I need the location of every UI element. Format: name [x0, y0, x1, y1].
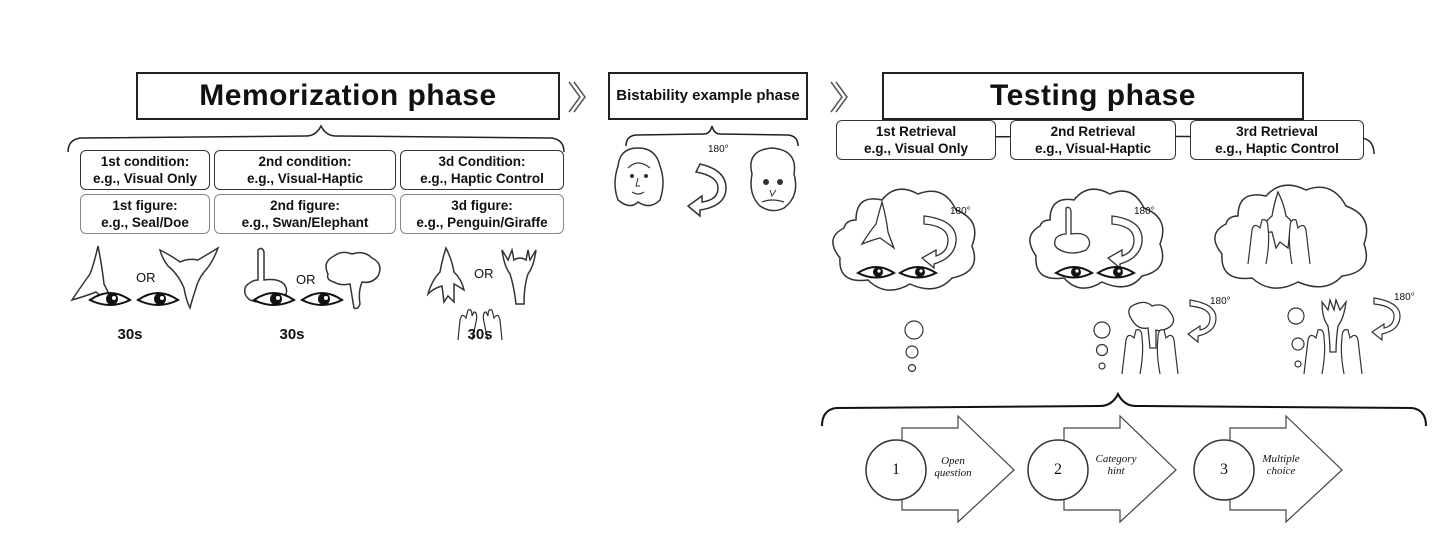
- rotation-label: 180°: [708, 144, 729, 155]
- giraffe-figure-icon: [501, 247, 537, 305]
- seal-figure-icon: [70, 245, 116, 306]
- testing-bottom-brace: [821, 391, 1427, 427]
- or-label-3: OR: [474, 266, 494, 281]
- step-3-arrow-icon: [1193, 414, 1343, 524]
- step-1-label: Open question: [934, 455, 972, 479]
- thought-cloud-1: [832, 188, 976, 373]
- rotation-arrow-icon: [686, 163, 727, 218]
- step-3-number: 3: [1220, 461, 1228, 478]
- bistability-phase-title: Bistability example phase: [608, 72, 808, 120]
- step-1-number: 1: [892, 461, 900, 478]
- step-3-label: Multiple choice: [1262, 453, 1300, 477]
- figure-3-box: 3d figure: e.g., Penguin/Giraffe: [400, 194, 564, 234]
- woman-face-icon: [614, 147, 664, 207]
- seal-figure-icon: [860, 199, 896, 250]
- phase-chevron-2: [830, 81, 848, 113]
- condition-2-box: 2nd condition: e.g., Visual-Haptic: [214, 150, 396, 190]
- elephant-figure-icon: [325, 251, 381, 310]
- thought-cloud-2: [1029, 188, 1164, 370]
- figure-2-box: 2nd figure: e.g., Swan/Elephant: [214, 194, 396, 234]
- step-1-arrow-icon: [865, 414, 1015, 524]
- old-man-face-icon: [750, 147, 797, 212]
- rotation-label: 180°: [1134, 206, 1155, 217]
- eye-icon: [1096, 266, 1136, 279]
- duration-2: 30s: [279, 326, 305, 343]
- rotation-arrow-icon: [1186, 299, 1217, 344]
- testing-phase-title: Testing phase: [882, 72, 1304, 120]
- bistability-brace: [625, 125, 799, 147]
- rotation-arrow-icon: [920, 215, 957, 270]
- swan-figure-icon: [1054, 206, 1091, 254]
- memorization-phase-title: Memorization phase: [136, 72, 560, 120]
- step-2-number: 2: [1054, 461, 1062, 478]
- hands-holding-figure-icon: [1121, 301, 1179, 375]
- or-label-1: OR: [136, 270, 156, 285]
- penguin-figure-icon: [426, 246, 466, 305]
- eye-icon: [136, 292, 180, 306]
- rotation-label: 180°: [950, 206, 971, 217]
- condition-1-box: 1st condition: e.g., Visual Only: [80, 150, 210, 190]
- hands-holding-figure-icon: [1247, 190, 1311, 265]
- phase-chevron-1: [568, 81, 586, 113]
- retrieval-2-box: 2nd Retrieval e.g., Visual-Haptic: [1010, 120, 1176, 160]
- rotation-label: 180°: [1210, 296, 1231, 307]
- rotation-arrow-icon: [1106, 215, 1143, 270]
- rotation-arrow-icon: [1370, 297, 1401, 342]
- eye-icon: [88, 292, 132, 306]
- duration-3: 30s: [467, 326, 493, 343]
- retrieval-1-box: 1st Retrieval e.g., Visual Only: [836, 120, 996, 160]
- eye-icon: [252, 292, 296, 306]
- hands-holding-figure-icon: [1303, 297, 1363, 375]
- step-2-arrow-icon: [1027, 414, 1177, 524]
- step-2-label: Category hint: [1095, 453, 1137, 477]
- rotation-label: 180°: [1394, 292, 1415, 303]
- figure-1-box: 1st figure: e.g., Seal/Doe: [80, 194, 210, 234]
- duration-1: 30s: [117, 326, 143, 343]
- or-label-2: OR: [296, 272, 316, 287]
- doe-figure-icon: [158, 246, 220, 311]
- eye-icon: [300, 292, 344, 306]
- memorization-brace: [67, 124, 565, 153]
- condition-3-box: 3d Condition: e.g., Haptic Control: [400, 150, 564, 190]
- eye-icon: [1054, 266, 1094, 279]
- retrieval-3-box: 3rd Retrieval e.g., Haptic Control: [1190, 120, 1364, 160]
- eye-icon: [856, 266, 896, 279]
- hands-icon: [457, 309, 503, 341]
- eye-icon: [898, 266, 938, 279]
